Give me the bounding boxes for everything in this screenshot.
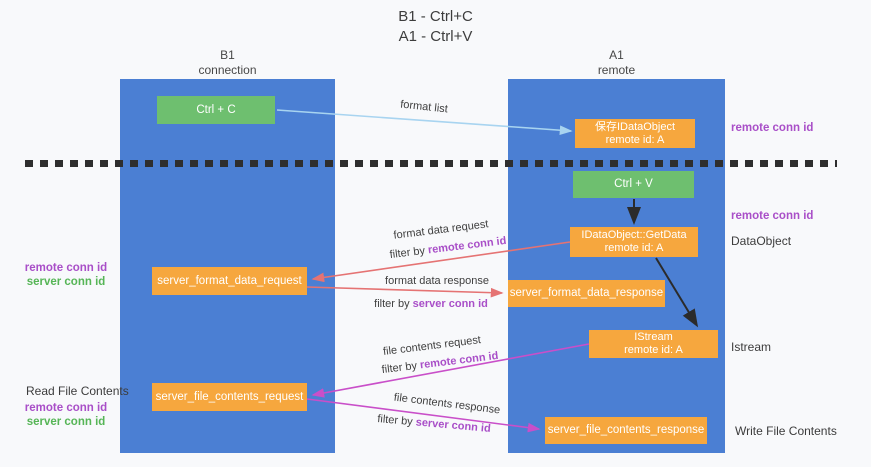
annotation-server-conn-id-upper-left: server conn id (26, 276, 106, 288)
arrow-format-data-response (306, 286, 504, 298)
edge-label-file-contents-response: file contents response (393, 391, 501, 417)
filter-by-text-2: filter by (374, 298, 410, 310)
filter-by-text-4: filter by (376, 413, 414, 429)
node-server-file-contents-response-label: server_file_contents_response (547, 424, 705, 436)
title-line-2: A1 - Ctrl+V (398, 28, 473, 45)
node-ctrl-v-label: Ctrl + V (614, 178, 653, 190)
annotation-write-file-contents: Write File Contents (735, 424, 837, 438)
edge-label-filter-server-2: filter by server conn id (377, 413, 491, 435)
annotation-remote-conn-id-mid-right: remote conn id (731, 210, 814, 222)
node-server-format-data-request: server_format_data_request (152, 267, 307, 295)
session-divider-dashed-line (25, 160, 837, 167)
edge-label-format-list: format list (399, 98, 449, 116)
annotation-dataobject: DataObject (731, 234, 792, 248)
lane-a1-name: A1 (609, 48, 624, 62)
node-server-file-contents-request-label: server_file_contents_request (155, 390, 304, 403)
annotation-conn-ids-lower-left: remote conn id server conn id (20, 401, 112, 429)
node-ctrl-c-label: Ctrl + C (196, 103, 236, 116)
node-save-dataobject: 保存IDataObject remote id: A (575, 119, 695, 148)
node-server-file-contents-request: server_file_contents_request (152, 383, 307, 411)
annotation-server-conn-id-lower-left: server conn id (26, 416, 106, 428)
node-save-dataobject-line1: 保存IDataObject (594, 120, 676, 133)
lane-b1-role: connection (198, 63, 257, 77)
node-istream-line2: remote id: A (624, 344, 683, 356)
annotation-read-file-contents: Read File Contents (26, 384, 129, 398)
lane-header-a1: A1 remote (508, 48, 725, 78)
node-server-format-data-response: server_format_data_response (508, 280, 665, 307)
annotation-istream: Istream (731, 340, 772, 354)
filter-server-conn-id-2: server conn id (415, 416, 492, 435)
filter-remote-conn-id-2: remote conn id (419, 349, 499, 372)
node-ctrl-v: Ctrl + V (573, 171, 694, 198)
annotation-remote-conn-id-top-right: remote conn id (731, 122, 814, 134)
node-server-format-data-response-label: server_format_data_response (509, 287, 664, 299)
edge-label-format-data-response: format data response (385, 275, 489, 287)
annotation-remote-conn-id-upper-left: remote conn id (24, 262, 108, 274)
lane-header-b1: B1 connection (120, 48, 335, 78)
diagram-title: B1 - Ctrl+C A1 - Ctrl+V (0, 7, 871, 47)
node-getdata: IDataObject::GetData remote id: A (570, 227, 698, 257)
node-ctrl-c: Ctrl + C (157, 96, 275, 124)
node-getdata-line2: remote id: A (604, 242, 664, 254)
node-server-file-contents-response: server_file_contents_response (545, 417, 707, 444)
node-server-format-data-request-label: server_format_data_request (157, 274, 302, 287)
annotation-remote-conn-id-lower-left: remote conn id (24, 402, 108, 414)
filter-remote-conn-id-1: remote conn id (427, 234, 507, 257)
annotation-conn-ids-upper-left: remote conn id server conn id (20, 261, 112, 289)
lane-b1-name: B1 (220, 48, 235, 62)
node-istream: IStream remote id: A (589, 330, 718, 358)
title-line-1: B1 - Ctrl+C (398, 8, 473, 25)
filter-by-text-3: filter by (381, 359, 418, 377)
lane-a1-role: remote (597, 63, 636, 77)
filter-by-text-1: filter by (389, 244, 426, 262)
edge-label-filter-server-1: filter by server conn id (374, 298, 488, 310)
node-getdata-line1: IDataObject::GetData (581, 229, 687, 241)
node-save-dataobject-line2: remote id: A (605, 133, 665, 146)
filter-server-conn-id-1: server conn id (412, 298, 488, 310)
node-istream-line1: IStream (634, 331, 673, 343)
